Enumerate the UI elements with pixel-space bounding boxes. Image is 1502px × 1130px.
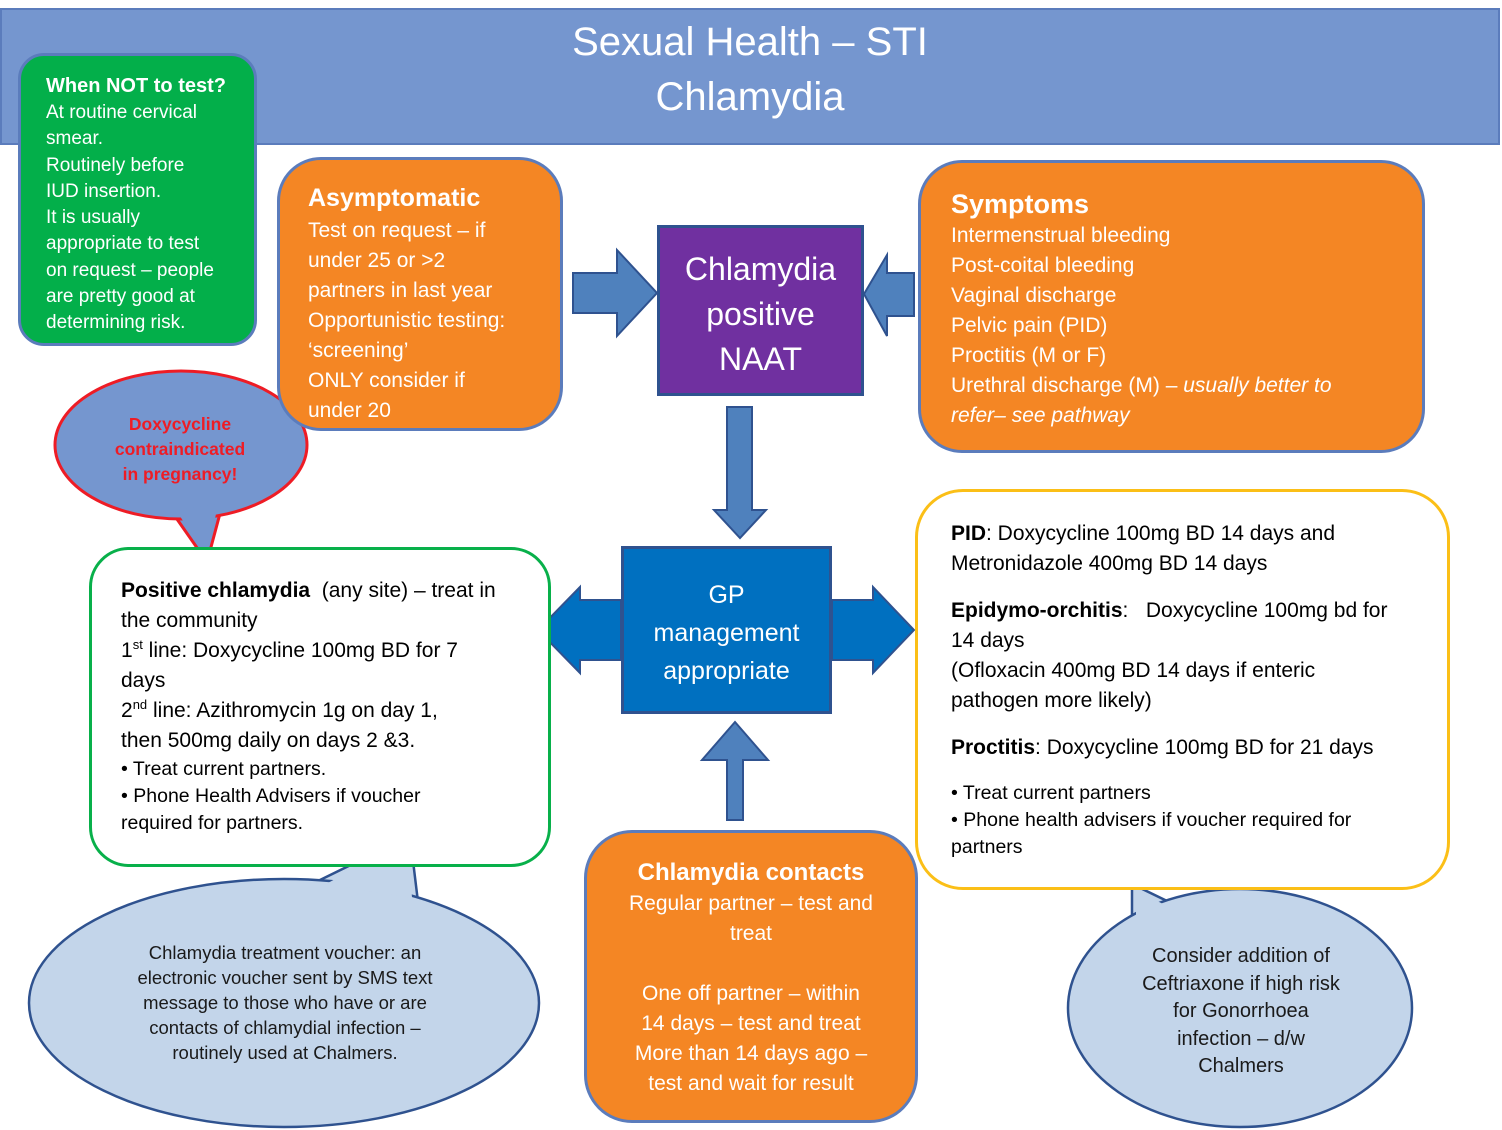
arrow-naat-to-gp [711, 406, 769, 540]
voucher-line: electronic voucher sent by SMS text [137, 967, 433, 988]
symptom-item: Proctitis (M or F) [951, 344, 1107, 367]
when-not-line: are pretty good at [46, 286, 195, 308]
arrow-symp-to-naat [862, 251, 915, 337]
positive-line: days [121, 669, 166, 692]
positive-bullet: • Phone Health Advisers if voucher [121, 785, 421, 807]
positive-bullet: • Treat current partners. [121, 758, 327, 780]
when-not-line: IUD insertion. [46, 180, 162, 202]
symptom-item: Vaginal discharge [951, 284, 1117, 307]
when-not-line: on request – people [46, 259, 214, 281]
second-line-treatment: 2nd line: Azithromycin 1g on day 1, [121, 697, 438, 722]
positive-heading-line: Positive chlamydia (any site) – treat in [121, 576, 536, 606]
arrow-contacts-to-gp [699, 720, 771, 821]
positive-bullet-cont: required for partners. [121, 812, 304, 834]
asymptomatic-line: under 25 or >2 [308, 249, 446, 272]
contacts-line: test and wait for result [648, 1072, 854, 1095]
when-not-line: Routinely before [46, 154, 185, 176]
when-not-heading: When NOT to test? [46, 75, 226, 97]
first-line-treatment: 1st line: Doxycycline 100mg BD for 7 [121, 637, 458, 662]
epididymo-orchitis-treatment: Epidymo-orchitis: Doxycycline 100mg bd f… [951, 599, 1388, 712]
when-not-line: determining risk. [46, 312, 186, 334]
contacts-line: 14 days – test and treat [641, 1012, 861, 1035]
asymptomatic-line: ONLY consider if [308, 369, 465, 392]
doxy-callout-bubble [53, 369, 309, 521]
gp-line: appropriate [663, 657, 790, 685]
gp-management-box: GP management appropriate [621, 546, 832, 714]
when-not-to-test-box: When NOT to test? At routine cervical sm… [18, 53, 257, 346]
arrow-gp-to-right [831, 584, 916, 676]
contacts-line: More than 14 days ago – [634, 1042, 868, 1065]
symptom-item: Pelvic pain (PID) [951, 314, 1108, 337]
ceftriaxone-note: Consider addition of Ceftriaxone if high… [1100, 943, 1382, 1081]
gp-line: GP [708, 581, 745, 609]
asymptomatic-line: Opportunistic testing: [308, 309, 506, 332]
asymptomatic-line: under 20 [308, 399, 391, 422]
symptoms-heading: Symptoms [951, 189, 1090, 219]
ceftriaxone-line: Chalmers [1198, 1055, 1284, 1077]
ceftriaxone-line: for Gonorrhoea [1173, 1000, 1309, 1022]
voucher-callout-bubble [27, 877, 541, 1129]
ceftriaxone-line: Consider addition of [1152, 945, 1330, 967]
asymptomatic-box: Asymptomatic Test on request – if under … [277, 157, 563, 431]
positive-line: then 500mg daily on days 2 &3. [121, 729, 416, 752]
symptom-item: Intermenstrual bleeding [951, 224, 1171, 247]
contacts-heading: Chlamydia contacts [637, 859, 865, 886]
chlamydia-contacts-box: Chlamydia contacts Regular partner – tes… [584, 830, 918, 1123]
gp-line: management [653, 619, 800, 647]
symptoms-box: Symptoms Intermenstrual bleeding Post-co… [918, 160, 1425, 453]
positive-heading: Positive chlamydia [121, 579, 311, 602]
warning-line: contraindicated [114, 439, 246, 459]
page-subtitle: Chlamydia [655, 75, 845, 119]
positive-chlamydia-box: Positive chlamydia (any site) – treat in… [89, 547, 551, 867]
contacts-line: Regular partner – test and [629, 892, 873, 915]
contacts-line: treat [729, 922, 773, 945]
urethral-note: usually better to [1183, 374, 1332, 397]
voucher-line: Chlamydia treatment voucher: an [148, 942, 422, 963]
ceftriaxone-line: infection – d/w [1177, 1027, 1305, 1050]
treatment-bullet: • Treat current partners [951, 782, 1151, 804]
treatment-bullet: • Phone health advisers if voucher requi… [951, 809, 1352, 831]
chlamydia-positive-naat-box: Chlamydia positive NAAT [657, 225, 864, 396]
when-not-line: It is usually [46, 207, 140, 229]
warning-line: Doxycycline [128, 414, 232, 434]
asymptomatic-heading: Asymptomatic [308, 184, 481, 212]
voucher-line: routinely used at Chalmers. [172, 1042, 398, 1063]
treatment-bullet-cont: partners [951, 836, 1023, 858]
contacts-line [601, 949, 901, 979]
when-not-line: smear. [46, 128, 104, 150]
asymptomatic-line: partners in last year [308, 279, 493, 302]
when-not-line: appropriate to test [46, 233, 200, 255]
naat-line: NAAT [719, 341, 802, 377]
voucher-line: contacts of chlamydial infection – [149, 1017, 421, 1038]
urethral-text: Urethral discharge (M) – [951, 374, 1184, 397]
urethral-note-cont: refer– see pathway [951, 404, 1130, 427]
positive-bullets: • Treat current partners. • Phone Health… [121, 756, 536, 837]
symptom-item-urethral: Urethral discharge (M) – usually better … [951, 371, 1408, 401]
naat-line: Chlamydia [684, 251, 837, 287]
doxycycline-warning: Doxycycline contraindicated in pregnancy… [60, 412, 300, 487]
asymptomatic-line: ‘screening’ [308, 339, 409, 362]
voucher-line: message to those who have or are [143, 992, 427, 1013]
positive-heading-rest: (any site) – treat in [310, 579, 496, 602]
ceftriaxone-line: Ceftriaxone if high risk [1142, 972, 1340, 995]
positive-line: the community [121, 609, 258, 632]
asymptomatic-line: Test on request – if [308, 219, 486, 242]
voucher-note: Chlamydia treatment voucher: an electron… [110, 940, 460, 1065]
proctitis-treatment: Proctitis: Doxycycline 100mg BD for 21 d… [951, 736, 1374, 759]
arrow-gp-to-left [536, 584, 622, 676]
naat-line: positive [706, 296, 815, 332]
warning-line: in pregnancy! [122, 464, 238, 484]
when-not-line: At routine cervical [46, 102, 198, 123]
contacts-line: One off partner – within [642, 982, 860, 1005]
arrow-asym-to-naat [572, 247, 659, 339]
symptom-item: Post-coital bleeding [951, 254, 1135, 277]
page-title: Sexual Health – STI [572, 20, 928, 64]
